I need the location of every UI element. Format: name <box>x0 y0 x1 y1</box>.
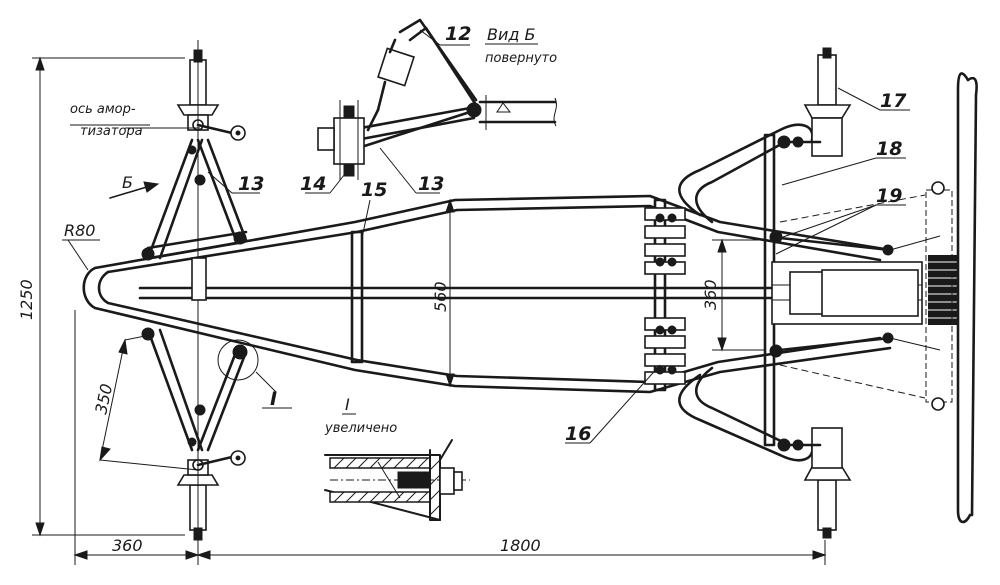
callout-14: 14 <box>300 173 326 195</box>
dim-360-rear: 360 <box>701 279 720 310</box>
bracket-16 <box>644 207 686 385</box>
callout-18: 18 <box>876 138 902 160</box>
front-suspension-bottom <box>141 300 259 545</box>
shock-axis-label-2: тизатора <box>80 124 143 139</box>
rear-wheel-top <box>777 47 852 157</box>
dim-350: 350 <box>91 382 116 416</box>
flywheel <box>928 255 958 325</box>
callout-16: 16 <box>565 423 591 445</box>
text-labels: 12 Вид Б повернуто 13 13 14 15 16 17 18 … <box>17 23 907 555</box>
view-b-subtitle: повернуто <box>485 51 557 66</box>
detail-i-section <box>324 439 470 521</box>
detail-i-subtitle: увеличено <box>324 421 397 436</box>
rear-wheel-bottom <box>777 427 852 539</box>
detail-circle <box>217 339 259 381</box>
main-frame <box>82 133 892 447</box>
dim-1800: 1800 <box>500 536 541 555</box>
view-b-arrow-label: Б <box>122 173 133 192</box>
view-b-inset <box>317 18 557 180</box>
dim-360-front: 360 <box>112 536 143 555</box>
cross-member-16 <box>653 198 667 392</box>
engine-assembly <box>769 181 958 411</box>
rear-bumper <box>678 123 814 462</box>
callout-15: 15 <box>361 179 387 201</box>
callout-13-view-b: 13 <box>418 173 444 195</box>
radius-label: R80 <box>64 221 95 240</box>
callout-detail-i: I <box>270 388 277 410</box>
rear-axle-plate <box>956 72 978 524</box>
shock-axis-label-1: ось амор- <box>70 102 136 117</box>
callout-12: 12 <box>445 23 471 45</box>
callout-17: 17 <box>880 90 907 112</box>
leader-lines <box>70 29 910 444</box>
callout-13-main: 13 <box>238 173 264 195</box>
dim-560: 560 <box>431 281 450 312</box>
view-b-title: Вид Б <box>487 25 536 44</box>
callout-19: 19 <box>876 185 902 207</box>
front-suspension-top <box>125 40 248 310</box>
dim-1250: 1250 <box>17 279 36 320</box>
cross-member-15 <box>350 230 364 364</box>
dimension-lines <box>32 56 827 565</box>
detail-i-title: I <box>345 395 350 414</box>
